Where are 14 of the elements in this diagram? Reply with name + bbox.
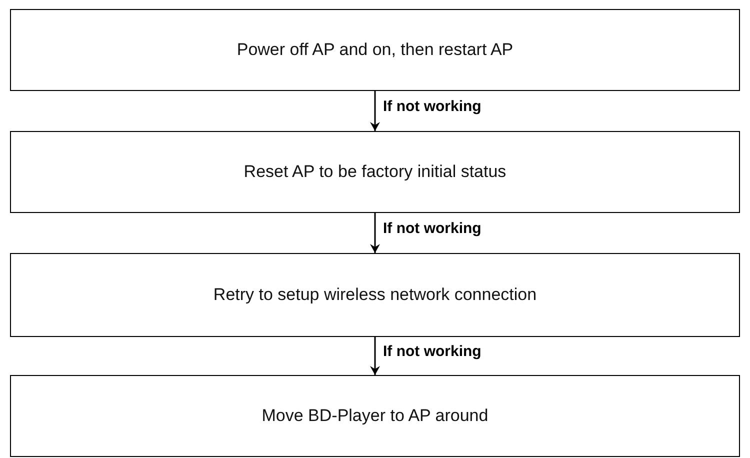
process-box [10, 253, 740, 337]
step-text: Reset AP to be factory initial status [244, 161, 506, 184]
step-text: Power off AP and on, then restart AP [236, 39, 514, 62]
arrow [370, 91, 380, 131]
arrow [370, 337, 380, 375]
step-text: Retry to setup wireless network connection [213, 284, 537, 306]
arrow [370, 213, 380, 253]
process-box [10, 375, 740, 457]
edge-label: If not working [383, 221, 482, 236]
process-box [10, 131, 740, 213]
edge-label: If not working [383, 99, 482, 114]
process-box [10, 9, 740, 91]
edge-label: If not working [383, 344, 482, 359]
step-text: Move BD-Player to AP around [262, 405, 488, 428]
